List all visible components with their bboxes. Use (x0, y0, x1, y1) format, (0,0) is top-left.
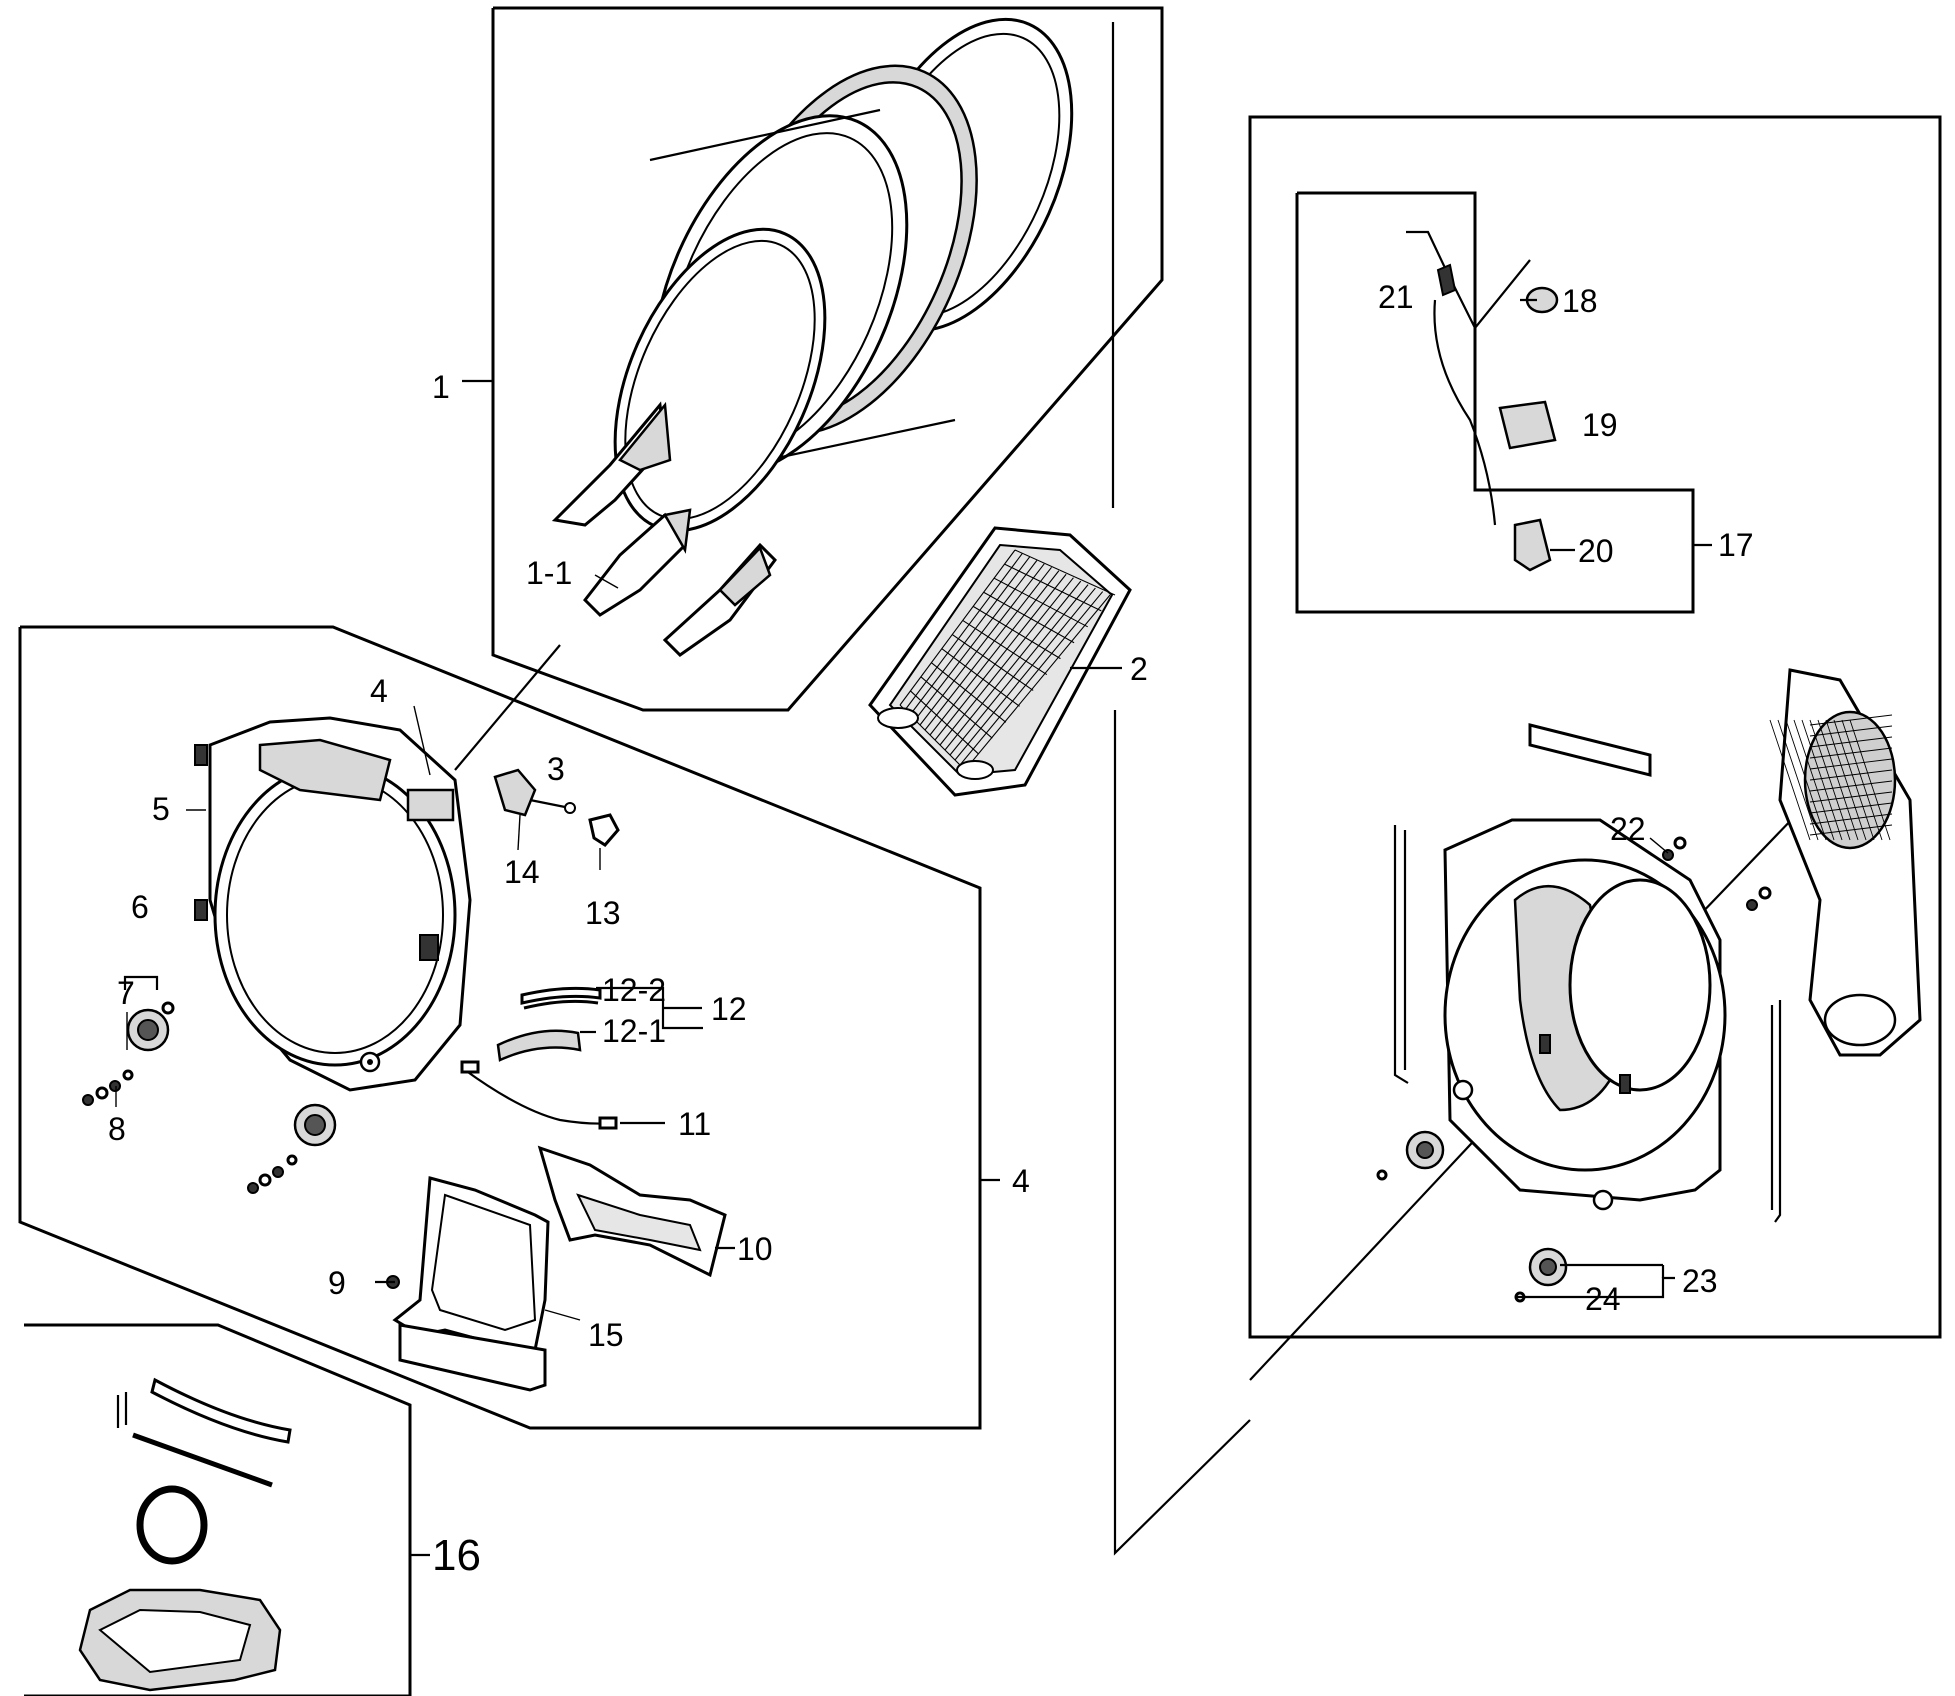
rear-panel (1443, 818, 1727, 1211)
callout-1-1: 1-1 (526, 555, 572, 591)
drum-front-gasket (613, 227, 827, 533)
cover-panel-15 (392, 1176, 550, 1392)
callout-14: 14 (504, 854, 540, 890)
callout-10: 10 (737, 1231, 773, 1267)
callout-1: 1 (432, 369, 450, 405)
group-rear-frame (1248, 115, 1942, 1339)
callout-8: 8 (108, 1111, 126, 1147)
callout-23: 23 (1682, 1263, 1718, 1299)
felt-strips-12 (496, 986, 602, 1062)
callout-20: 20 (1578, 533, 1614, 569)
duct-10 (537, 1145, 727, 1278)
rear-bracket (1528, 723, 1652, 777)
callout-3: 3 (547, 751, 565, 787)
rear-rollers-23 (1376, 836, 1772, 1303)
callout-21: 21 (1378, 279, 1414, 315)
callout-11: 11 (678, 1106, 711, 1142)
lint-filter (868, 526, 1132, 797)
group-1-drum-frame (462, 6, 1164, 712)
rear-rails (1393, 825, 1782, 1223)
callout-16: 16 (432, 1531, 481, 1580)
callout-9: 9 (328, 1265, 346, 1301)
callout-13: 13 (585, 895, 621, 931)
callout-5: 5 (152, 791, 170, 827)
callout-12-1: 12-1 (602, 1013, 666, 1049)
callout-2: 2 (1130, 651, 1148, 687)
callout-labels: 1 1-1 2 3 4 4 5 6 7 8 9 10 11 12 12-1 12… (108, 279, 1754, 1580)
roller-left-6 (126, 1001, 337, 1147)
callout-12: 12 (711, 991, 747, 1027)
wire-harness-11 (460, 1060, 618, 1130)
sensor-parts-17 (1406, 230, 1559, 572)
callout-17: 17 (1718, 527, 1754, 563)
callout-24: 24 (1585, 1281, 1621, 1317)
callout-4-group: 4 (1012, 1163, 1030, 1199)
drum-lifters-1-1 (551, 401, 777, 657)
callout-4-front: 4 (370, 673, 388, 709)
callout-19: 19 (1582, 407, 1618, 443)
callout-7: 7 (117, 975, 135, 1011)
group-16-duct-frame (24, 1323, 430, 1696)
callout-12-2: 12-2 (602, 972, 666, 1008)
duct-assembly-16 (78, 1377, 292, 1692)
callout-6: 6 (131, 889, 149, 925)
door-hook-13 (588, 813, 620, 847)
leader-lines (115, 298, 1675, 1321)
door-switch-3 (493, 768, 576, 817)
callout-22: 22 (1610, 811, 1646, 847)
callout-18: 18 (1562, 283, 1598, 319)
group-4-front-frame (18, 625, 1000, 1430)
blower-housing (1769, 668, 1922, 1057)
bolt-washers-7-8 (82, 1069, 298, 1194)
callout-15: 15 (588, 1317, 624, 1353)
front-panel-5 (194, 716, 472, 1092)
